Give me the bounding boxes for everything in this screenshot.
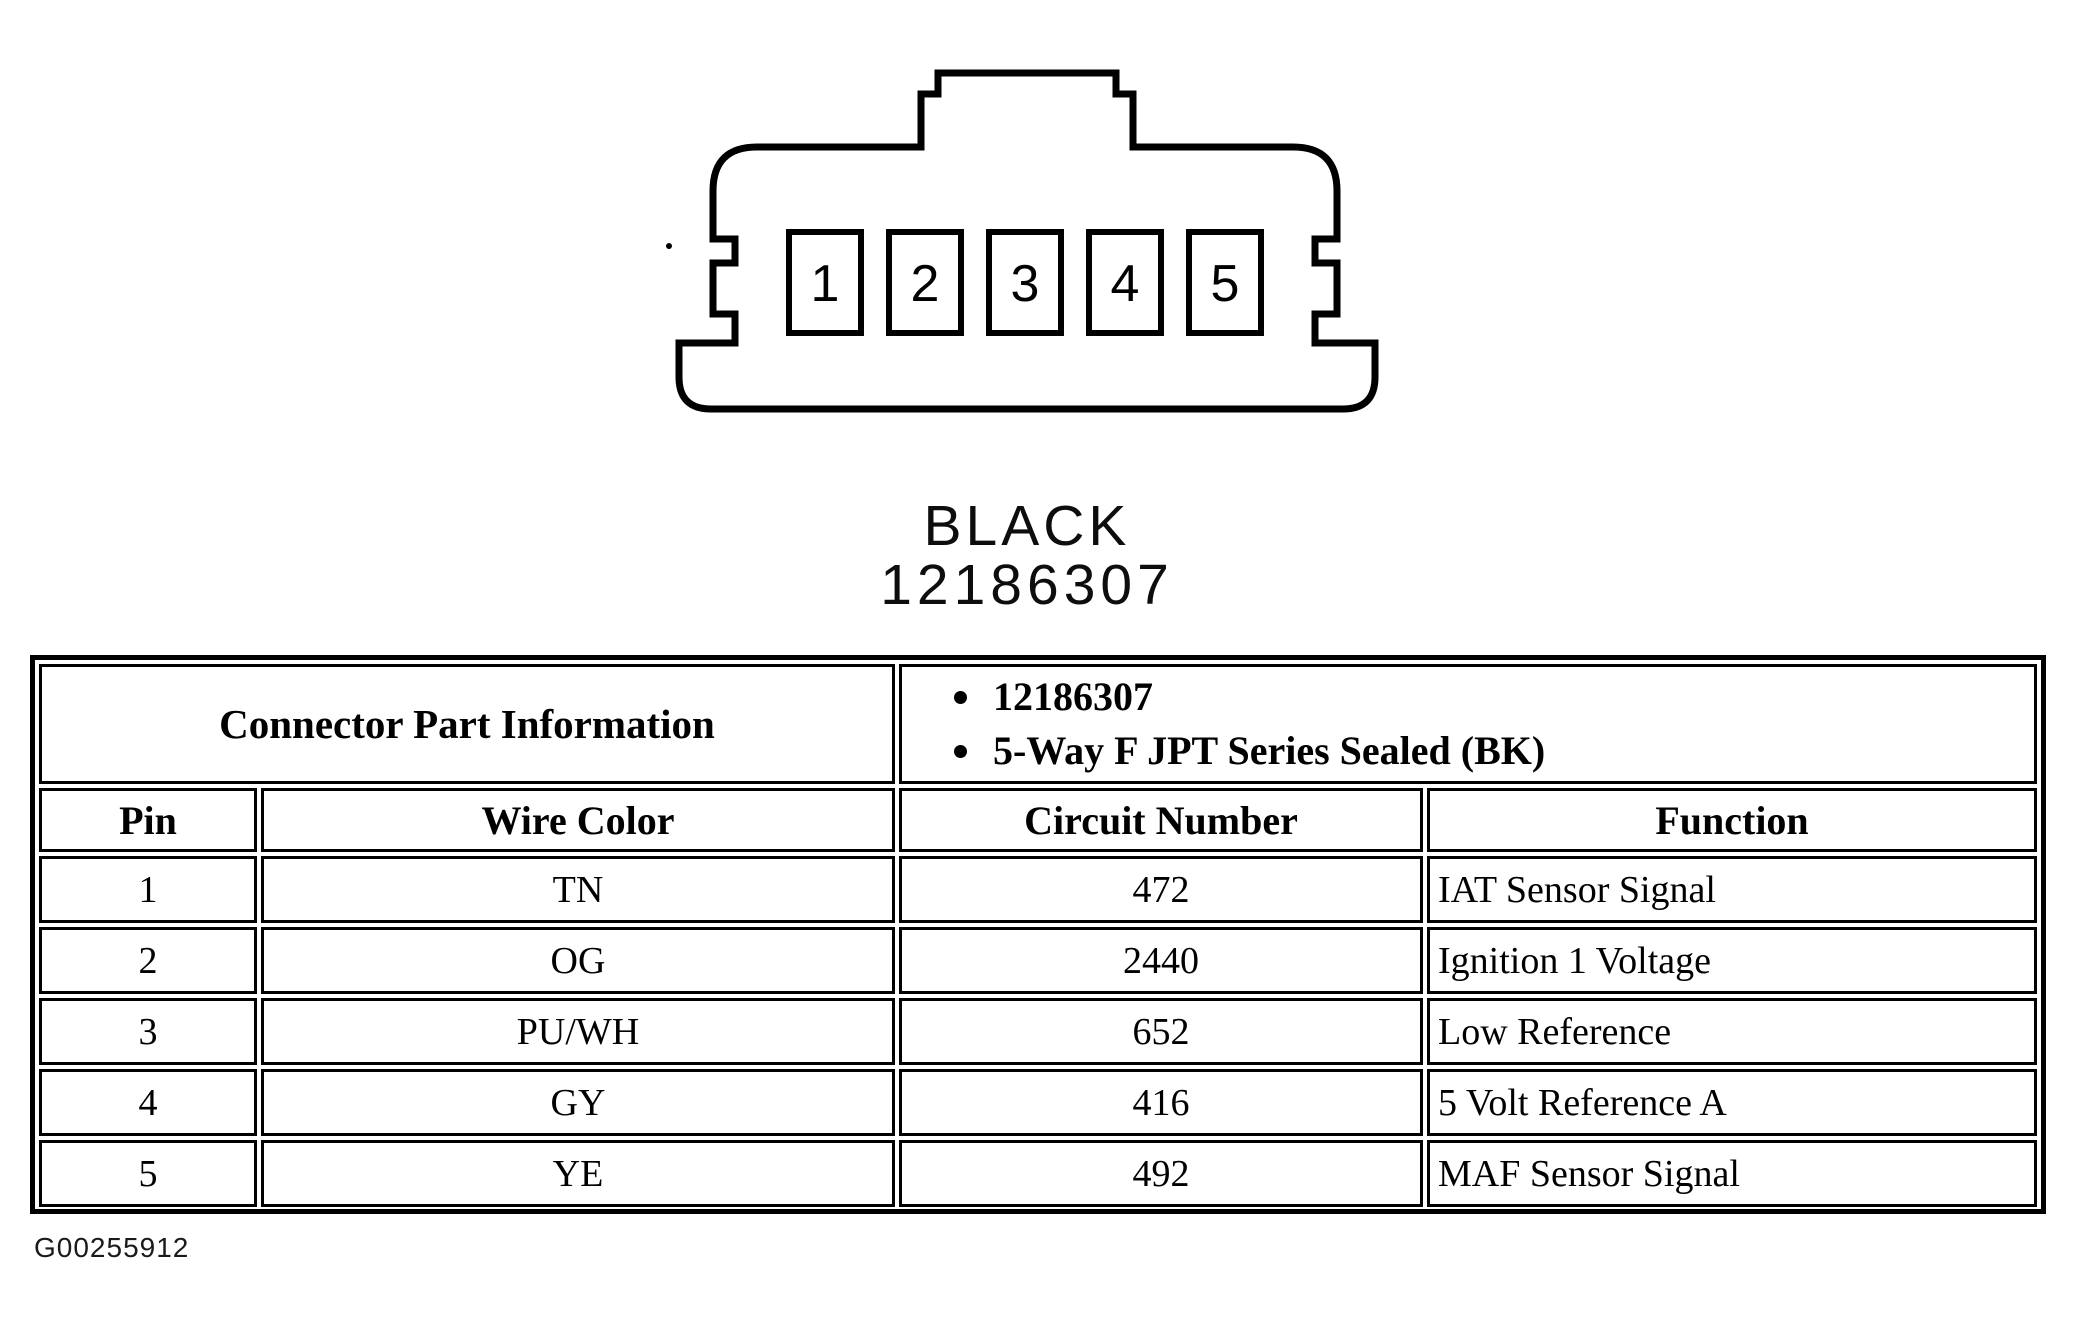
function-cell: IAT Sensor Signal xyxy=(1427,856,2037,923)
bullet-icon xyxy=(954,744,967,758)
pin-cavity-4 xyxy=(1086,229,1164,336)
pin-number-2: 2 xyxy=(911,255,940,313)
table-row: 2 OG 2440 Ignition 1 Voltage xyxy=(39,927,2037,994)
function-cell: 5 Volt Reference A xyxy=(1427,1069,2037,1136)
column-header-row: Pin Wire Color Circuit Number Function xyxy=(39,788,2037,852)
pin-number-5: 5 xyxy=(1211,255,1240,313)
pin-cavity-1 xyxy=(786,229,864,336)
pin-cavity-3 xyxy=(986,229,1064,336)
table-row: 1 TN 472 IAT Sensor Signal xyxy=(39,856,2037,923)
connector-diagram: 1 2 3 4 5 xyxy=(675,69,1379,413)
part-info-bullet-2-text: 5-Way F JPT Series Sealed (BK) xyxy=(993,728,1546,773)
pin-cell: 2 xyxy=(39,927,257,994)
pin-cavity-2 xyxy=(886,229,964,336)
pin-cell: 4 xyxy=(39,1069,257,1136)
col-header-circuit-number: Circuit Number xyxy=(899,788,1423,852)
pin-cell: 1 xyxy=(39,856,257,923)
pin-cavity-5 xyxy=(1186,229,1264,336)
part-info-bullet-1-text: 12186307 xyxy=(993,674,1153,719)
pin-cell: 3 xyxy=(39,998,257,1065)
scan-speckle xyxy=(666,243,672,249)
pin-number-3: 3 xyxy=(1011,255,1040,313)
wire-color-cell: GY xyxy=(261,1069,895,1136)
circuit-cell: 652 xyxy=(899,998,1423,1065)
table-row: 3 PU/WH 652 Low Reference xyxy=(39,998,2037,1065)
circuit-cell: 2440 xyxy=(899,927,1423,994)
table-row: 4 GY 416 5 Volt Reference A xyxy=(39,1069,2037,1136)
col-header-function: Function xyxy=(1427,788,2037,852)
part-info-details-cell: 12186307 5-Way F JPT Series Sealed (BK) xyxy=(899,664,2037,784)
circuit-cell: 416 xyxy=(899,1069,1423,1136)
wire-color-cell: PU/WH xyxy=(261,998,895,1065)
col-header-wire-color: Wire Color xyxy=(261,788,895,852)
part-info-bullet-2: 5-Way F JPT Series Sealed (BK) xyxy=(954,729,1545,773)
table-row: 5 YE 492 MAF Sensor Signal xyxy=(39,1140,2037,1207)
wire-color-cell: YE xyxy=(261,1140,895,1207)
bullet-icon xyxy=(954,690,967,704)
function-cell: Low Reference xyxy=(1427,998,2037,1065)
wire-color-cell: TN xyxy=(261,856,895,923)
figure-id: G00255912 xyxy=(34,1232,190,1263)
part-info-header-cell: Connector Part Information xyxy=(39,664,895,784)
part-info-row: Connector Part Information 12186307 5-Wa… xyxy=(39,664,2037,784)
part-info-bullet-1: 12186307 xyxy=(954,675,1153,719)
circuit-cell: 492 xyxy=(899,1140,1423,1207)
wire-color-cell: OG xyxy=(261,927,895,994)
connector-part-number: 12186307 xyxy=(880,553,1174,617)
connector-color-label: BLACK xyxy=(923,494,1131,558)
pin-number-1: 1 xyxy=(811,255,840,313)
connector-pinout-table: Connector Part Information 12186307 5-Wa… xyxy=(30,655,2046,1214)
circuit-cell: 472 xyxy=(899,856,1423,923)
pin-cell: 5 xyxy=(39,1140,257,1207)
pin-number-4: 4 xyxy=(1111,255,1140,313)
connector-caption: BLACK 12186307 xyxy=(675,496,1379,614)
function-cell: MAF Sensor Signal xyxy=(1427,1140,2037,1207)
function-cell: Ignition 1 Voltage xyxy=(1427,927,2037,994)
col-header-pin: Pin xyxy=(39,788,257,852)
